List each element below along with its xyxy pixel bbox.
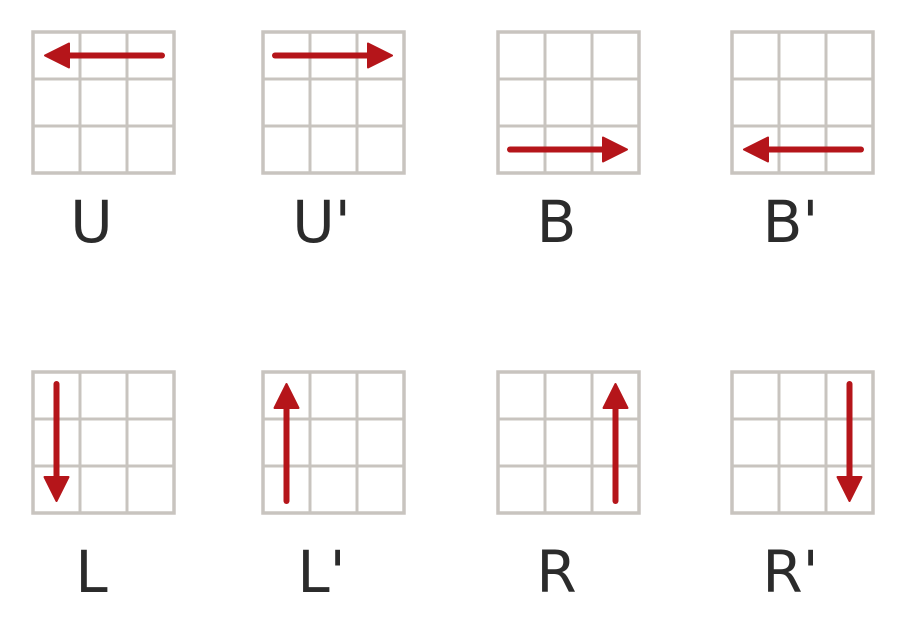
arrow-right-icon bbox=[272, 42, 393, 69]
move-panel-u: U bbox=[31, 30, 176, 256]
arrow-head bbox=[602, 383, 629, 409]
move-panel-r: R bbox=[496, 370, 641, 606]
move-label-l-prime: L' bbox=[297, 538, 345, 606]
arrow-up-icon bbox=[602, 383, 629, 504]
move-panel-r-prime: R' bbox=[730, 370, 875, 606]
move-label-b: B bbox=[537, 188, 577, 256]
move-label-b-prime: B' bbox=[763, 188, 819, 256]
move-panel-b: B bbox=[496, 30, 641, 256]
arrow-head bbox=[367, 42, 393, 69]
move-label-u: U bbox=[70, 188, 112, 256]
move-panels: U U' B B' L L' R R' bbox=[31, 30, 875, 606]
arrow-left-icon bbox=[743, 136, 864, 163]
move-panel-u-prime: U' bbox=[261, 30, 406, 256]
move-label-r: R bbox=[536, 538, 576, 606]
move-panel-b-prime: B' bbox=[730, 30, 875, 256]
arrow-head bbox=[44, 42, 70, 69]
arrow-left-icon bbox=[44, 42, 165, 69]
move-panel-l-prime: L' bbox=[261, 370, 406, 606]
move-label-r-prime: R' bbox=[762, 538, 818, 606]
arrow-head bbox=[836, 476, 863, 502]
arrow-down-icon bbox=[836, 381, 863, 502]
arrow-head bbox=[43, 476, 70, 502]
arrow-up-icon bbox=[273, 383, 300, 504]
arrow-head bbox=[273, 383, 300, 409]
move-label-l: L bbox=[75, 538, 107, 606]
arrow-down-icon bbox=[43, 381, 70, 502]
move-panel-l: L bbox=[31, 370, 176, 606]
arrow-head bbox=[743, 136, 769, 163]
arrow-right-icon bbox=[507, 136, 628, 163]
move-label-u-prime: U' bbox=[292, 188, 350, 256]
arrow-head bbox=[602, 136, 628, 163]
